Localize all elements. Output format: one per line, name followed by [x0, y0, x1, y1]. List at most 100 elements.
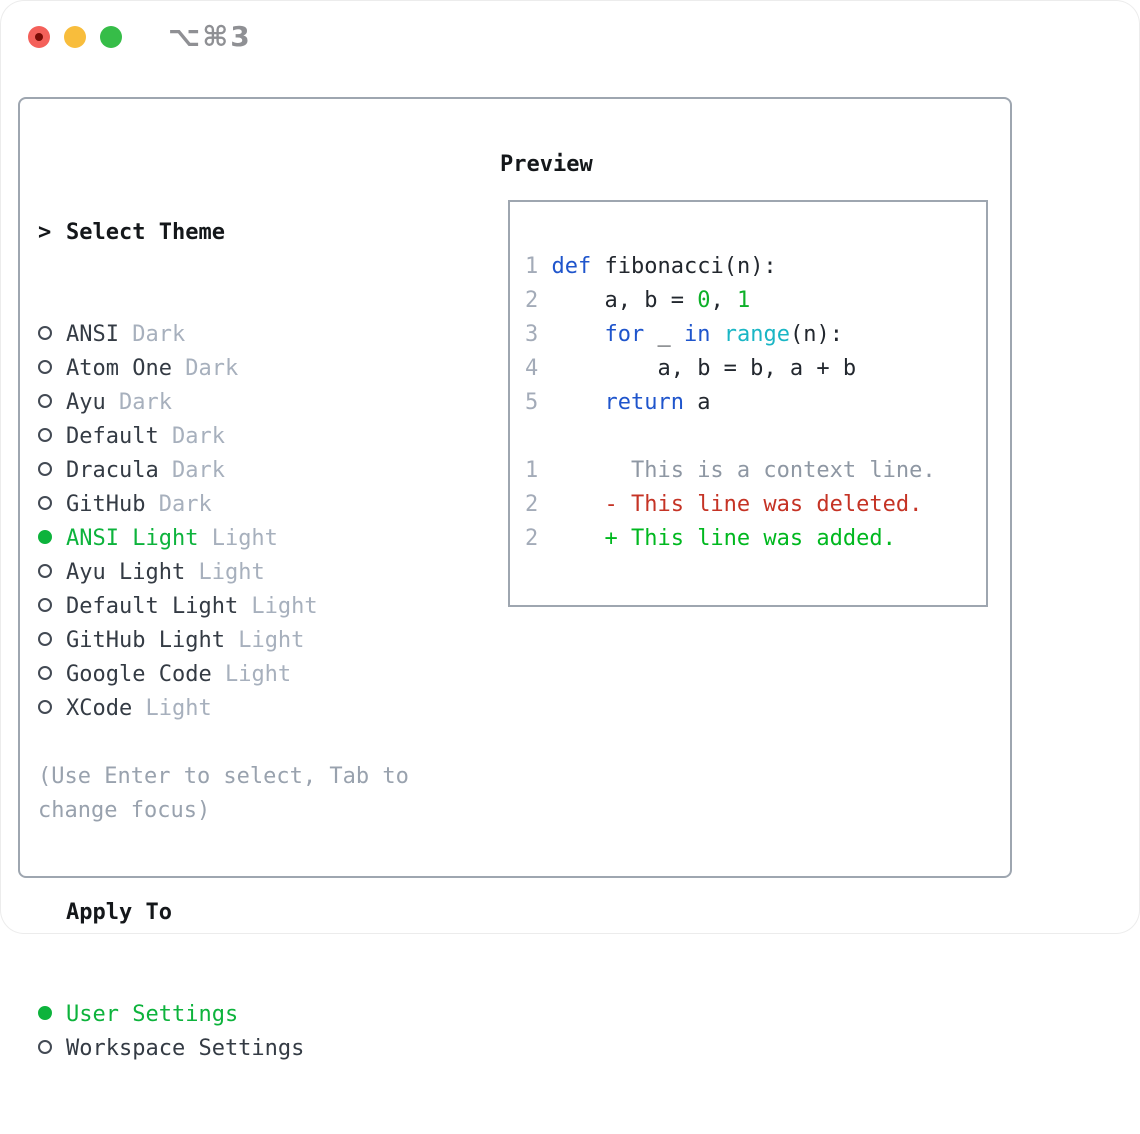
- code-segment-add: + This line was added.: [538, 526, 896, 551]
- radio-icon: [38, 394, 52, 408]
- code-segment-fg: [552, 390, 605, 415]
- code-segment-kw: in: [683, 322, 711, 347]
- code-segment-num: 1: [525, 458, 539, 483]
- theme-variant: Dark: [145, 492, 212, 517]
- code-segment-fg: a, b = b, a + b: [551, 356, 857, 381]
- apply-to-label: Workspace Settings: [66, 1036, 305, 1061]
- code-segment-kw: for: [604, 322, 645, 347]
- theme-label: XCode: [66, 696, 133, 721]
- theme-item-ayu[interactable]: Ayu Dark: [38, 386, 318, 420]
- radio-icon: [38, 564, 52, 578]
- code-segment-green: 1: [736, 288, 751, 313]
- code-line: 2 + This line was added.: [525, 522, 986, 556]
- code-segment-num: 4: [525, 356, 552, 381]
- theme-label: ANSI: [66, 322, 119, 347]
- window-title-shortcut: ⌥⌘3: [168, 20, 252, 53]
- code-segment-green: 0: [697, 288, 711, 313]
- radio-icon: [38, 326, 52, 340]
- code-segment-fg: [552, 322, 605, 347]
- theme-variant: Dark: [105, 390, 172, 415]
- theme-item-github-light[interactable]: GitHub Light Light: [38, 624, 318, 658]
- code-segment-num: 5: [525, 390, 552, 415]
- code-line: 1 This is a context line.: [525, 454, 986, 488]
- theme-label: Dracula: [66, 458, 159, 483]
- theme-variant: Light: [185, 560, 265, 585]
- theme-label: Ayu Light: [66, 560, 186, 585]
- code-segment-fg: ,: [710, 288, 737, 313]
- radio-icon: [38, 666, 52, 680]
- code-line: 5 return a: [525, 386, 986, 420]
- code-line: 4 a, b = b, a + b: [525, 352, 986, 386]
- code-line: [525, 420, 986, 454]
- code-segment-fg: a: [683, 390, 711, 415]
- apply-to-option-workspace-settings[interactable]: Workspace Settings: [38, 1032, 318, 1066]
- theme-variant: Light: [238, 594, 318, 619]
- code-line: 1 def fibonacci(n):: [525, 250, 986, 284]
- theme-item-default[interactable]: Default Dark: [38, 420, 318, 454]
- preview-header: Preview: [500, 152, 593, 177]
- theme-variant: Light: [198, 526, 278, 551]
- theme-label: ANSI Light: [66, 526, 199, 551]
- apply-to-label: User Settings: [66, 1002, 239, 1027]
- select-theme-header: > Select Theme: [38, 216, 318, 250]
- radio-selected-icon: [38, 530, 52, 544]
- radio-icon: [38, 428, 52, 442]
- select-theme-header-label: Select Theme: [66, 220, 225, 245]
- keyboard-hint: (Use Enter to select, Tab to change focu…: [38, 764, 409, 823]
- code-segment-cyan: range: [723, 322, 790, 347]
- radio-icon: [38, 700, 52, 714]
- theme-variant: Light: [211, 662, 292, 687]
- code-segment-fg: fibonacci(n):: [591, 254, 777, 279]
- apply-to-option-user-settings[interactable]: User Settings: [38, 998, 318, 1032]
- code-segment-fg: _: [644, 322, 684, 347]
- theme-item-ayu-light[interactable]: Ayu Light Light: [38, 556, 318, 590]
- theme-label: Ayu: [66, 390, 106, 415]
- radio-icon: [38, 632, 52, 646]
- radio-icon: [38, 598, 52, 612]
- theme-item-google-code[interactable]: Google Code Light: [38, 658, 318, 692]
- theme-label: GitHub Light: [66, 628, 225, 653]
- prompt-icon: >: [38, 220, 52, 245]
- theme-label: GitHub: [66, 492, 146, 517]
- theme-variant: Dark: [158, 424, 225, 449]
- theme-item-ansi-light[interactable]: ANSI Light Light: [38, 522, 318, 556]
- radio-icon: [38, 360, 52, 374]
- radio-icon: [38, 496, 52, 510]
- theme-item-atom-one[interactable]: Atom One Dark: [38, 352, 318, 386]
- apply-to-header: Apply To: [66, 900, 172, 925]
- theme-variant: Light: [132, 696, 212, 721]
- code-segment-num: 3: [525, 322, 552, 347]
- code-segment-fg: a, b =: [551, 288, 698, 313]
- zoom-button[interactable]: [100, 26, 122, 48]
- code-segment-kw: return: [604, 390, 684, 415]
- code-segment-num: 2: [525, 492, 539, 517]
- theme-item-github[interactable]: GitHub Dark: [38, 488, 318, 522]
- radio-selected-icon: [38, 1006, 52, 1020]
- code-segment-fg: [710, 322, 723, 347]
- theme-label: Atom One: [66, 356, 172, 381]
- code-segment-num: 2: [525, 526, 539, 551]
- theme-item-dracula[interactable]: Dracula Dark: [38, 454, 318, 488]
- theme-variant: Dark: [158, 458, 225, 483]
- theme-label: Google Code: [66, 662, 212, 687]
- code-segment-red: - This line was deleted.: [538, 492, 923, 517]
- minimize-button[interactable]: [64, 26, 86, 48]
- theme-item-ansi[interactable]: ANSI Dark: [38, 318, 318, 352]
- theme-item-xcode[interactable]: XCode Light: [38, 692, 318, 726]
- code-segment-num: 1: [525, 254, 552, 279]
- theme-label: Default: [66, 424, 159, 449]
- theme-variant: Light: [224, 628, 305, 653]
- code-line: 3 for _ in range(n):: [525, 318, 986, 352]
- close-button[interactable]: [28, 26, 50, 48]
- code-segment-fg: (n):: [789, 322, 843, 347]
- code-segment-kw: def: [551, 254, 592, 279]
- theme-variant: Dark: [171, 356, 239, 381]
- theme-item-default-light[interactable]: Default Light Light: [38, 590, 318, 624]
- theme-label: Default Light: [66, 594, 239, 619]
- code-line: 2 a, b = 0, 1: [525, 284, 986, 318]
- theme-variant: Dark: [118, 322, 186, 347]
